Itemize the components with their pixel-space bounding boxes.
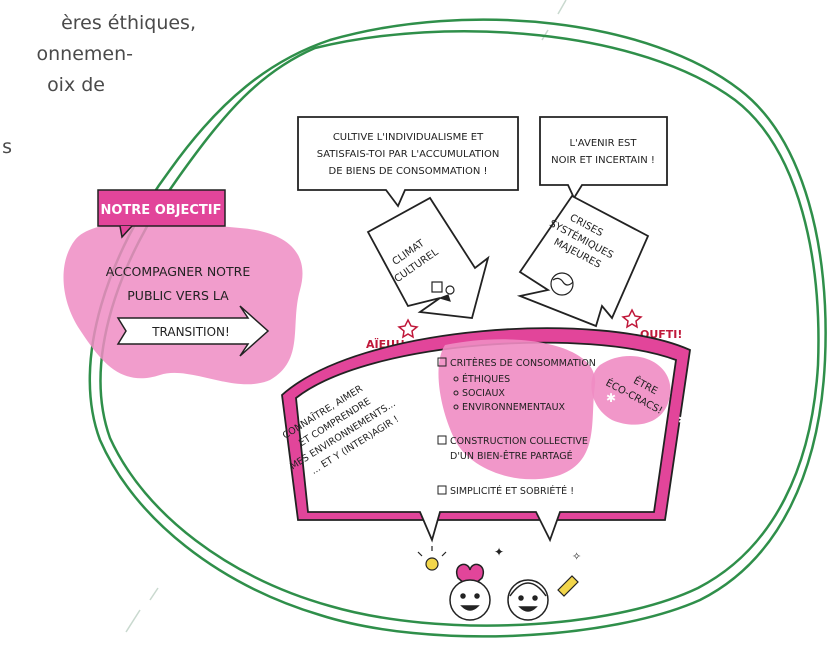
sparkle-icon: ✧	[572, 550, 581, 563]
construction-line-2: D'UN BIEN-ÊTRE PARTAGÉ	[450, 450, 573, 462]
sparkle-icon: ✦	[494, 545, 504, 559]
speech-right-line-1: L'AVENIR EST	[569, 138, 637, 149]
lightbulb-icon	[417, 546, 447, 571]
objective-line-2: PUBLIC VERS LA	[127, 288, 229, 303]
criteria-item-2: SOCIAUX	[462, 388, 505, 399]
globe-icon	[550, 272, 574, 296]
star-icon: ✱	[678, 413, 688, 427]
star-icon	[397, 318, 419, 339]
face-boy-icon	[507, 579, 549, 621]
pink-cloud	[63, 222, 303, 385]
criteria-item-1: ÉTHIQUES	[462, 373, 510, 385]
simplicity-block: SIMPLICITÉ ET SOBRIÉTÉ !	[437, 485, 574, 497]
face-girl-icon	[449, 563, 491, 621]
speech-bubble-individualism: CULTIVE L'INDIVIDUALISME ET SATISFAIS-TO…	[297, 116, 519, 208]
pencil-icon	[557, 575, 579, 597]
checkbox-icon	[437, 485, 447, 495]
pink-highlight-right	[591, 356, 671, 425]
speech-left-line-1: CULTIVE L'INDIVIDUALISME ET	[333, 132, 484, 143]
objective-title: NOTRE OBJECTIF	[100, 203, 221, 218]
speech-left-line-3: DE BIENS DE CONSOMMATION !	[329, 166, 488, 177]
criteria-item-3: ENVIRONNEMENTAUX	[462, 402, 566, 413]
objective-section: NOTRE OBJECTIF ACCOMPAGNER NOTRE PUBLIC …	[63, 189, 303, 385]
consumption-doodle-icon	[431, 281, 455, 302]
objective-line-1: ACCOMPAGNER NOTRE	[106, 264, 251, 279]
construction-line-1: CONSTRUCTION COLLECTIVE	[450, 436, 588, 447]
speech-bubble-future: L'AVENIR EST NOIR ET INCERTAIN !	[539, 116, 668, 200]
speech-right-line-2: NOIR ET INCERTAIN !	[551, 155, 655, 166]
star-icon	[621, 308, 643, 329]
sign-crises: CRISES SYSTÉMIQUES MAJEURES	[516, 194, 650, 328]
decorative-lines	[125, 0, 567, 633]
simplicity-text: SIMPLICITÉ ET SOBRIÉTÉ !	[450, 485, 574, 497]
paragraph-line: ères éthiques,	[61, 12, 196, 34]
checkbox-icon	[437, 435, 447, 445]
sign-climat-culturel: CLIMAT CULTUREL	[366, 196, 490, 319]
transition-arrow	[116, 305, 270, 357]
characters: ✦ ✧	[417, 545, 581, 621]
criteria-block: CRITÈRES DE CONSOMMATION ÉTHIQUES SOCIAU…	[437, 357, 596, 413]
paragraph-line: oix de	[47, 74, 105, 96]
construction-block: CONSTRUCTION COLLECTIVE D'UN BIEN-ÊTRE P…	[437, 435, 588, 462]
background-paragraph: ères éthiques, onnemen- oix de s	[0, 8, 200, 163]
speech-left-line-2: SATISFAIS-TOI PAR L'ACCUMULATION	[317, 149, 500, 160]
objective-title-box	[97, 189, 226, 227]
paragraph-line: s	[2, 136, 12, 158]
paragraph-line: onnemen-	[36, 43, 134, 65]
transition-label: TRANSITION!	[151, 325, 230, 339]
star-icon: ✱	[606, 391, 616, 405]
checkbox-icon	[437, 357, 447, 367]
criteria-title: CRITÈRES DE CONSOMMATION	[450, 357, 596, 369]
pink-highlight	[438, 339, 596, 480]
shield-panel: CONNAÎTRE, AIMER ET COMPRENDRE MES ENVIR…	[280, 327, 691, 543]
